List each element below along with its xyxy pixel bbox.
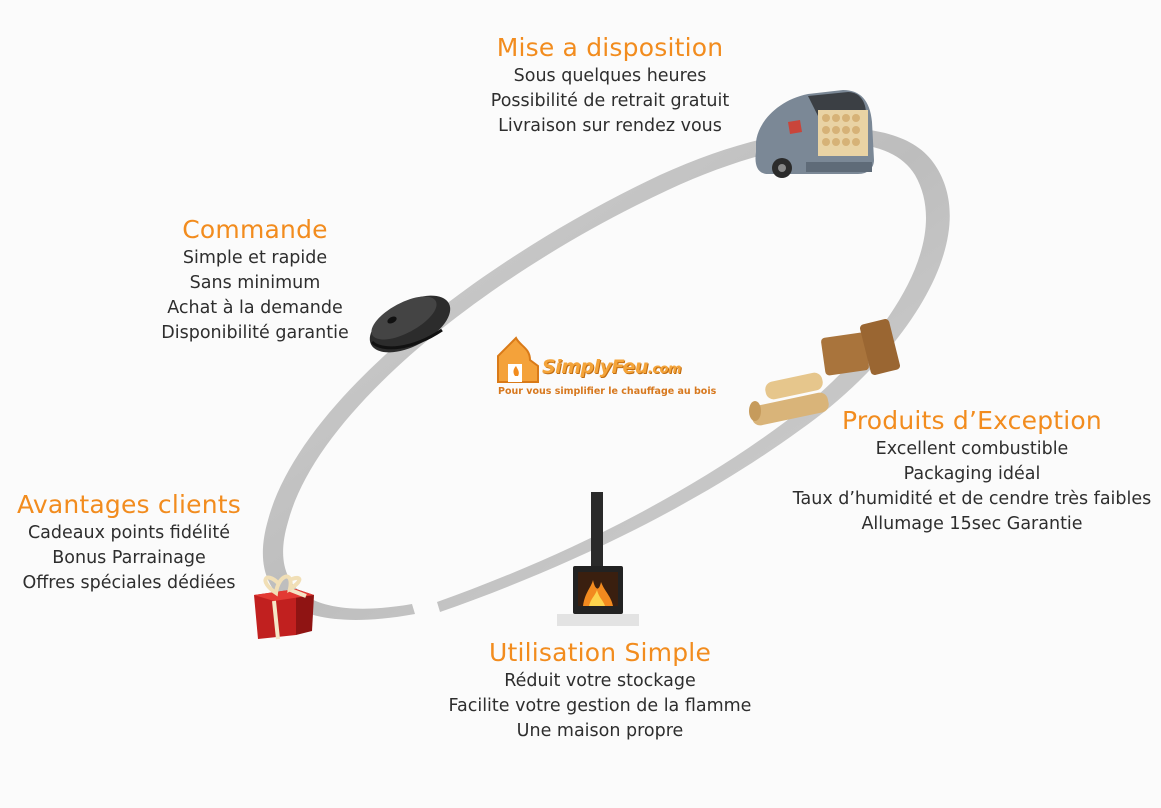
car-trunk-icon [755, 90, 874, 178]
step-line: Disponibilité garantie [161, 323, 349, 343]
step-title: Mise a disposition [496, 33, 724, 62]
logo-tagline: Pour vous simplifier le chauffage au boi… [498, 386, 717, 397]
step-line: Simple et rapide [182, 248, 328, 268]
logo-tld: .com [647, 362, 682, 377]
flame-house-icon [497, 336, 539, 383]
step-title: Produits d’Exception [842, 406, 1102, 435]
step-title: Avantages clients [16, 490, 242, 519]
step-line: Taux d’humidité et de cendre très faible… [792, 489, 1152, 509]
step-title: Commande [182, 215, 328, 244]
step-line: Livraison sur rendez vous [498, 116, 722, 136]
step-line: Excellent combustible [875, 439, 1069, 459]
step-produits-exception: Produits d’Exception Excellent combustib… [786, 406, 1158, 537]
step-utilisation-simple: Utilisation Simple Réduit votre stockage… [420, 638, 780, 744]
step-line: Bonus Parrainage [52, 548, 206, 568]
simplyfeu-logo: SimplyFeu.com Pour vous simplifier le ch… [490, 330, 717, 405]
step-mise-a-disposition: Mise a disposition Sous quelques heures … [460, 33, 760, 139]
step-line: Sous quelques heures [513, 66, 707, 86]
step-line: Cadeaux points fidélité [27, 523, 231, 543]
gift-box-icon [254, 574, 314, 640]
wood-stove-icon [557, 492, 639, 626]
step-title: Utilisation Simple [488, 638, 712, 667]
step-line: Une maison propre [516, 721, 684, 741]
step-line: Allumage 15sec Garantie [861, 514, 1083, 534]
step-line: Facilite votre gestion de la flamme [448, 696, 752, 716]
logo-brand: SimplyFeu [542, 356, 648, 378]
step-line: Achat à la demande [167, 298, 343, 318]
step-avantages-clients: Avantages clients Cadeaux points fidélit… [12, 490, 246, 596]
wood-briquettes-icon [749, 318, 900, 426]
step-line: Sans minimum [189, 273, 321, 293]
step-line: Possibilité de retrait gratuit [490, 91, 730, 111]
step-line: Offres spéciales dédiées [22, 573, 236, 593]
step-commande: Commande Simple et rapide Sans minimum A… [140, 215, 370, 346]
step-line: Packaging idéal [903, 464, 1041, 484]
computer-mouse-icon [369, 295, 451, 353]
step-line: Réduit votre stockage [504, 671, 696, 691]
